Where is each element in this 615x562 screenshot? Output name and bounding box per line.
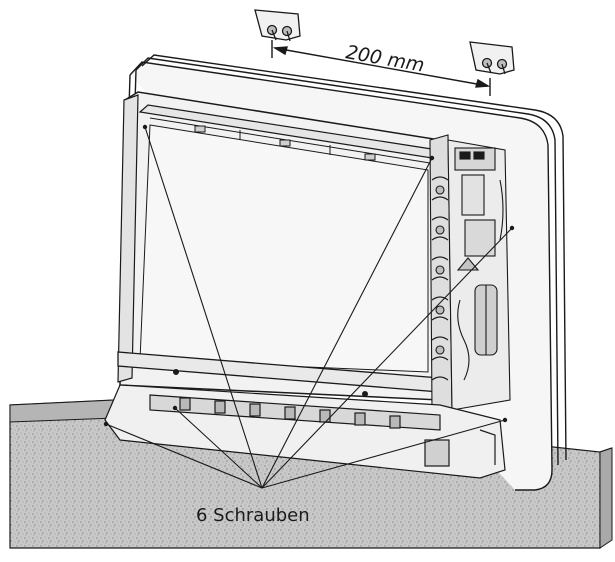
heat-exchanger-coil (429, 134, 453, 413)
wall-bracket-right (469, 41, 515, 75)
front-panel (117, 91, 441, 401)
screw-leader-lines (105, 126, 513, 489)
wall-bracket-left (254, 9, 301, 42)
screw-points (103, 124, 515, 427)
screws-label: 6 Schrauben (196, 505, 310, 526)
drip-tray (104, 384, 506, 479)
dimension-line (271, 40, 491, 96)
distance-label: 200 mm (344, 41, 426, 76)
control-box (447, 139, 511, 411)
